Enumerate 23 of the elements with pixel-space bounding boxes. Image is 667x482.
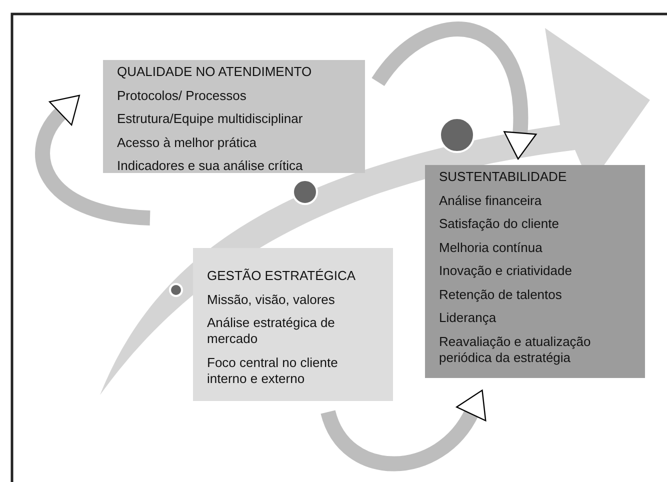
list-item: Melhoria contínua <box>439 240 544 256</box>
list-item: Indicadores e sua análise crítica <box>117 158 304 174</box>
list-item: Satisfação do cliente <box>439 216 560 232</box>
text-panel <box>425 165 645 378</box>
list-item: Reavaliação e atualização periódica da estratégia <box>439 334 592 366</box>
curved-arrow <box>35 93 151 226</box>
list-item: Protocolos/ Processos <box>117 88 248 104</box>
list-item: Missão, visão, valores <box>207 292 336 308</box>
list-item: Inovação e criatividade <box>439 263 573 279</box>
panel-heading: SUSTENTABILIDADE <box>439 169 568 185</box>
list-item: Retenção de talentos <box>439 286 563 302</box>
list-item: Liderança <box>439 310 498 326</box>
panel-heading: GESTÃO ESTRATÉGICA <box>207 268 357 284</box>
list-item: Análise financeira <box>439 192 543 208</box>
text-panel <box>103 60 365 173</box>
list-item: Estrutura/Equipe multidisciplinar <box>117 111 304 127</box>
list-item: Acesso à melhor prática <box>117 134 258 150</box>
curved-arrow <box>372 22 537 160</box>
curved-arrow <box>320 390 486 472</box>
list-item: Foco central no cliente interno e externo <box>207 354 339 386</box>
list-item: Análise estratégica de mercado <box>207 315 336 347</box>
panel-heading: QUALIDADE NO ATENDIMENTO <box>117 64 313 80</box>
text-panel <box>193 248 393 401</box>
